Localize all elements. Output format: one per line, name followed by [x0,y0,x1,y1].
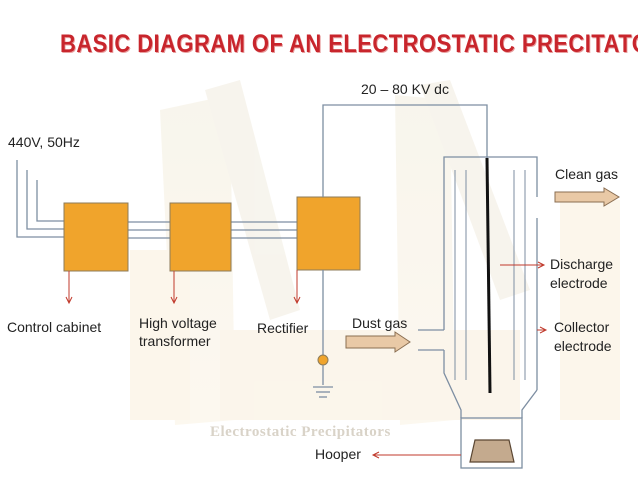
supply-wires [16,160,64,238]
hopper-arrow [371,451,461,459]
rectifier-label: Rectifier [257,320,309,336]
hv-dc-line [322,104,488,358]
output-arrows [65,270,301,305]
label-pointers [500,261,548,334]
rectifier-box [296,196,361,271]
diagram-title: BASIC DIAGRAM OF AN ELECTROSTATIC PRECIT… [60,30,638,58]
link-wires [128,221,297,239]
precipitator-body [418,156,538,418]
collector-electrode-label-1: Collector [554,319,610,335]
supply-label: 440V, 50Hz [8,134,80,150]
discharge-electrode-label-2: electrode [550,275,608,291]
control-cabinet-box [63,202,129,272]
clean-gas-arrow [554,187,620,207]
hv-transformer-label-1: High voltage [139,315,217,331]
collector-electrode-label-2: electrode [554,338,612,354]
discharge-electrode-label-1: Discharge [550,256,614,272]
control-cabinet-label: Control cabinet [7,319,102,335]
hopper-label: Hooper [315,446,361,462]
voltage-label: 20 – 80 KV dc [361,81,449,97]
ground-icon [313,354,333,398]
dust-gas-arrow [345,331,411,353]
hv-transformer-label-2: transformer [139,333,211,349]
hopper [460,417,523,469]
watermark-text: Electrostatic Precipitators [210,424,391,440]
clean-gas-label: Clean gas [555,166,619,182]
discharge-electrode [485,157,492,394]
hv-transformer-box [169,202,232,272]
dust-gas-label: Dust gas [352,315,408,331]
